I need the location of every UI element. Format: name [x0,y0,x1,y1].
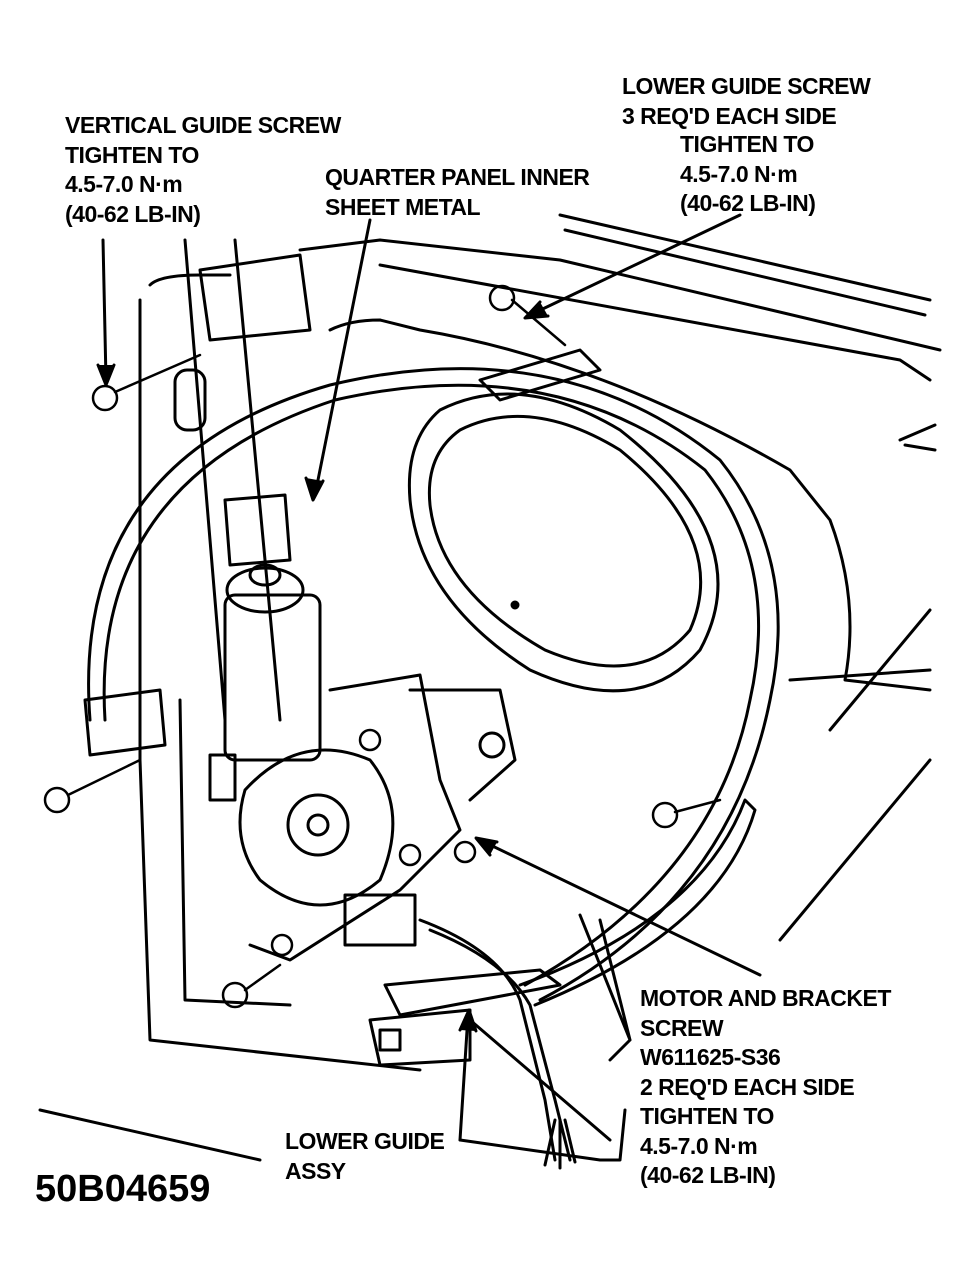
callout-line: LOWER GUIDE [285,1128,445,1154]
lower-guide-screw-callout: LOWER GUIDE SCREW 3 REQ'D EACH SIDE [622,72,871,131]
vertical-guide-screw-callout: VERTICAL GUIDE SCREW TIGHTEN TO 4.5-7.0 … [65,111,341,229]
motor-bracket-screw-callout: MOTOR AND BRACKET SCREW W611625-S36 2 RE… [640,984,891,1191]
callout-line: 3 REQ'D EACH SIDE [622,102,837,129]
guide-rail-arc [83,348,780,1017]
callout-line: LOWER GUIDE SCREW [622,73,871,99]
motor-assembly [208,563,517,1067]
leader-lines [96,213,762,1162]
callout-line: VERTICAL GUIDE SCREW [65,112,341,138]
lower-guide-assy-callout: LOWER GUIDE ASSY [285,1127,445,1186]
motor-bracket-screw-icon [221,981,249,1009]
callout-line: (40-62 LB-IN) [640,1162,776,1188]
callout-line: 4.5-7.0 N·m [65,171,183,197]
callout-line: MOTOR AND BRACKET [640,985,891,1011]
motor-bracket-screw-icon [453,840,477,864]
figure-id: 50B04659 [35,1168,211,1210]
quarter-panel-callout: QUARTER PANEL INNER SHEET METAL [325,163,590,222]
callout-line: 4.5-7.0 N·m [640,1132,758,1159]
callout-line: 2 REQ'D EACH SIDE [640,1073,855,1100]
callout-line: SHEET METAL [325,193,481,220]
lower-guide-screw-icon [488,284,516,312]
callout-line: SCREW [640,1014,724,1041]
callout-line: (40-62 LB-IN) [680,190,816,216]
speaker-opening [407,392,720,693]
vertical-guide [173,238,312,722]
guide-screw-icon [651,801,679,829]
screws [43,284,722,1009]
callout-line: ASSY [285,1157,346,1184]
callout-line: W611625-S36 [640,1044,781,1070]
guide-screw-icon [43,786,71,814]
callout-line: (40-62 LB-IN) [65,200,201,227]
callout-line: TIGHTEN TO [680,131,814,157]
lower-guide-screw-torque: TIGHTEN TO 4.5-7.0 N·m (40-62 LB-IN) [680,130,816,219]
callout-line: QUARTER PANEL INNER [325,164,590,190]
vertical-guide-screw-icon [91,384,119,412]
callout-line: TIGHTEN TO [65,141,199,168]
callout-line: TIGHTEN TO [640,1103,774,1129]
callout-line: 4.5-7.0 N·m [680,160,798,187]
